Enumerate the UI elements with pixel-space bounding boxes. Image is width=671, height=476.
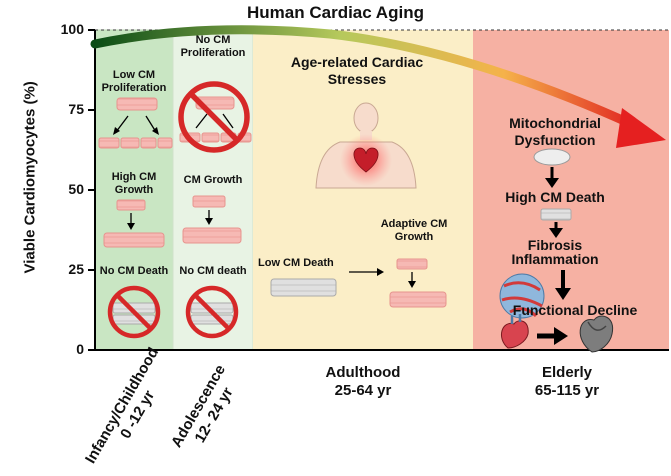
cm-cell <box>192 195 226 208</box>
cm-cell <box>120 137 140 149</box>
label-cm-growth: CM Growth <box>183 174 243 186</box>
label-no-cm-proliferation: No CM Proliferation <box>180 34 246 59</box>
y-tick-100: 100 <box>60 21 84 37</box>
diagram-canvas <box>88 25 669 353</box>
label-low-cm-death: Low CM Death <box>258 257 334 269</box>
cm-cell <box>103 232 165 248</box>
human-body-icon <box>315 102 417 189</box>
no-symbol-icon <box>185 285 239 339</box>
grey-cell <box>540 208 572 221</box>
heart-icon <box>353 147 379 173</box>
label-age-related-stresses: Age-related Cardiac Stresses <box>290 54 424 87</box>
heart-organ-icon <box>500 314 529 349</box>
fibrosis-icon <box>499 273 545 319</box>
label-fibrosis: Fibrosis <box>527 237 583 253</box>
label-no-cm-death-adolescence: No CM death <box>179 265 247 277</box>
label-no-cm-death: No CM Death <box>99 265 169 277</box>
label-high-cm-growth: High CM Growth <box>111 171 157 196</box>
cm-cell <box>396 258 428 270</box>
y-ticks <box>88 29 95 351</box>
no-symbol-icon <box>178 81 252 153</box>
label-low-cm-proliferation: Low CM Proliferation <box>101 69 167 94</box>
cm-cell <box>140 137 157 149</box>
y-tick-50: 50 <box>68 181 84 197</box>
aged-heart-icon <box>579 315 614 353</box>
stage-adulthood-label: Adulthood 25-64 yr <box>325 364 401 399</box>
label-functional-decline: Functional Decline <box>512 302 638 318</box>
cm-cell <box>116 199 146 211</box>
grey-cell <box>270 278 337 297</box>
y-tick-75: 75 <box>68 101 84 117</box>
cm-cell <box>182 227 242 244</box>
arrow-icon <box>115 115 129 133</box>
cm-cell <box>116 97 158 111</box>
stage-elderly-label: Elderly 65-115 yr <box>534 364 600 399</box>
curve-arrowhead <box>616 108 666 148</box>
y-axis-label: Viable Cardiomyocytes (%) <box>21 81 39 274</box>
label-high-cm-death: High CM Death <box>505 189 605 205</box>
aging-curve <box>90 25 645 133</box>
label-mitochondrial-dysfunction: Mitochondrial Dysfunction <box>509 115 601 148</box>
y-tick-0: 0 <box>76 341 84 357</box>
mitochondria-icon <box>533 148 571 166</box>
y-tick-25: 25 <box>68 261 84 277</box>
chart-title: Human Cardiac Aging <box>247 3 424 22</box>
cm-cell <box>389 291 447 308</box>
label-adaptive-cm-growth: Adaptive CM Growth <box>380 218 448 243</box>
panel-infancy <box>94 29 174 351</box>
cm-cell <box>98 137 120 149</box>
cm-cell <box>157 137 173 149</box>
label-inflammation: Inflammation <box>511 251 599 267</box>
panel-adolescence <box>172 29 254 351</box>
no-symbol-icon <box>107 285 161 339</box>
